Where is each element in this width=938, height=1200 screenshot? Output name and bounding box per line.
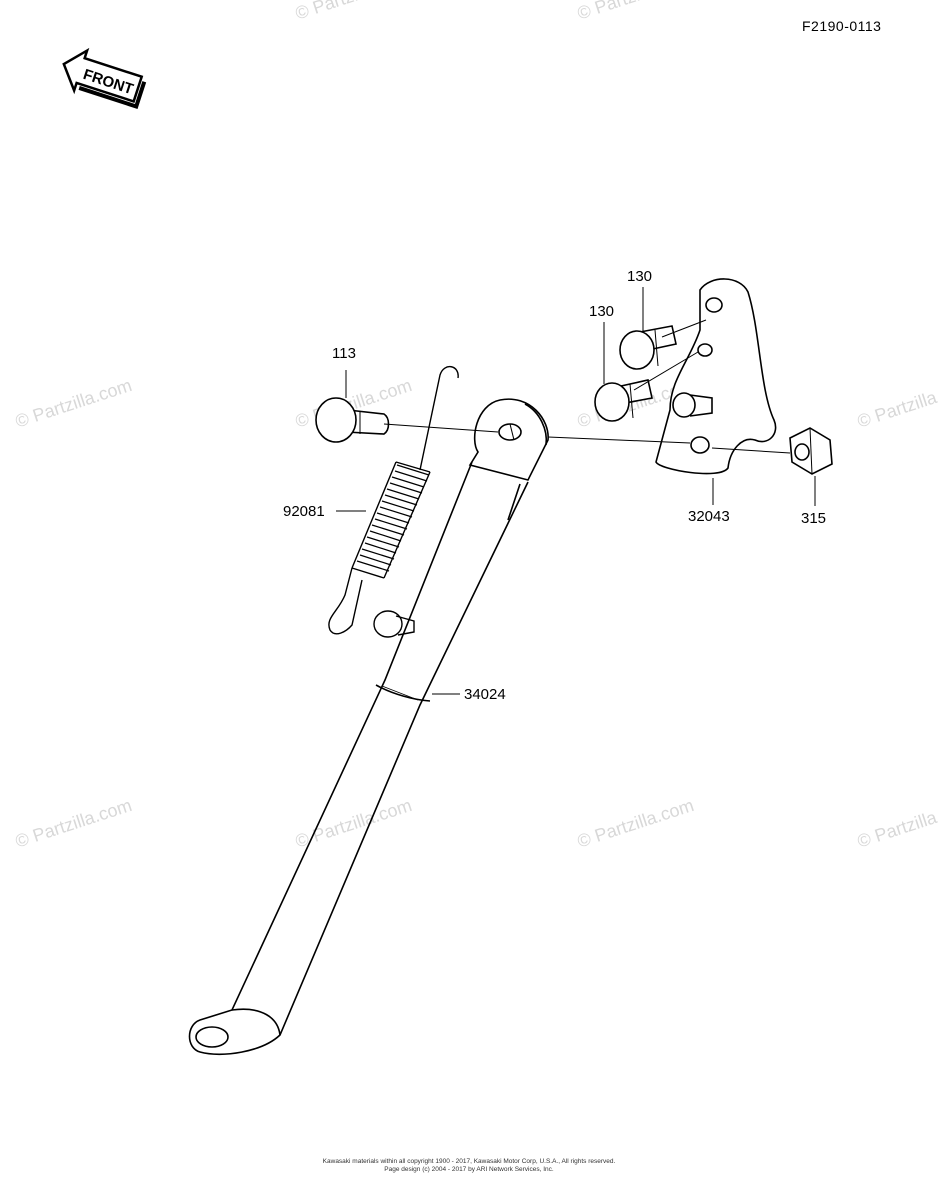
copyright-line-1: Kawasaki materials within all copyright …	[322, 1158, 616, 1165]
label-92081: 92081	[283, 503, 325, 520]
label-34024: 34024	[464, 686, 506, 703]
side-stand	[188, 398, 549, 1055]
label-315: 315	[801, 510, 827, 527]
copyright-line-2: Page design (c) 2004 - 2017 by ARI Netwo…	[384, 1166, 554, 1173]
front-arrow-icon: FRONT	[62, 47, 147, 109]
label-130-upper: 130	[627, 268, 653, 285]
center-lines	[383, 319, 791, 454]
bolt-130-lower	[594, 379, 653, 422]
bolt-113	[315, 397, 390, 443]
bracket	[655, 278, 777, 475]
label-32043: 32043	[688, 508, 730, 525]
leader-lines	[336, 287, 816, 695]
diagram-code: F2190-0113	[802, 18, 882, 34]
nut-315	[789, 427, 833, 475]
label-130-lower: 130	[589, 303, 615, 320]
spring	[328, 366, 459, 638]
label-113: 113	[332, 345, 356, 362]
bolt-130-upper	[619, 325, 677, 370]
